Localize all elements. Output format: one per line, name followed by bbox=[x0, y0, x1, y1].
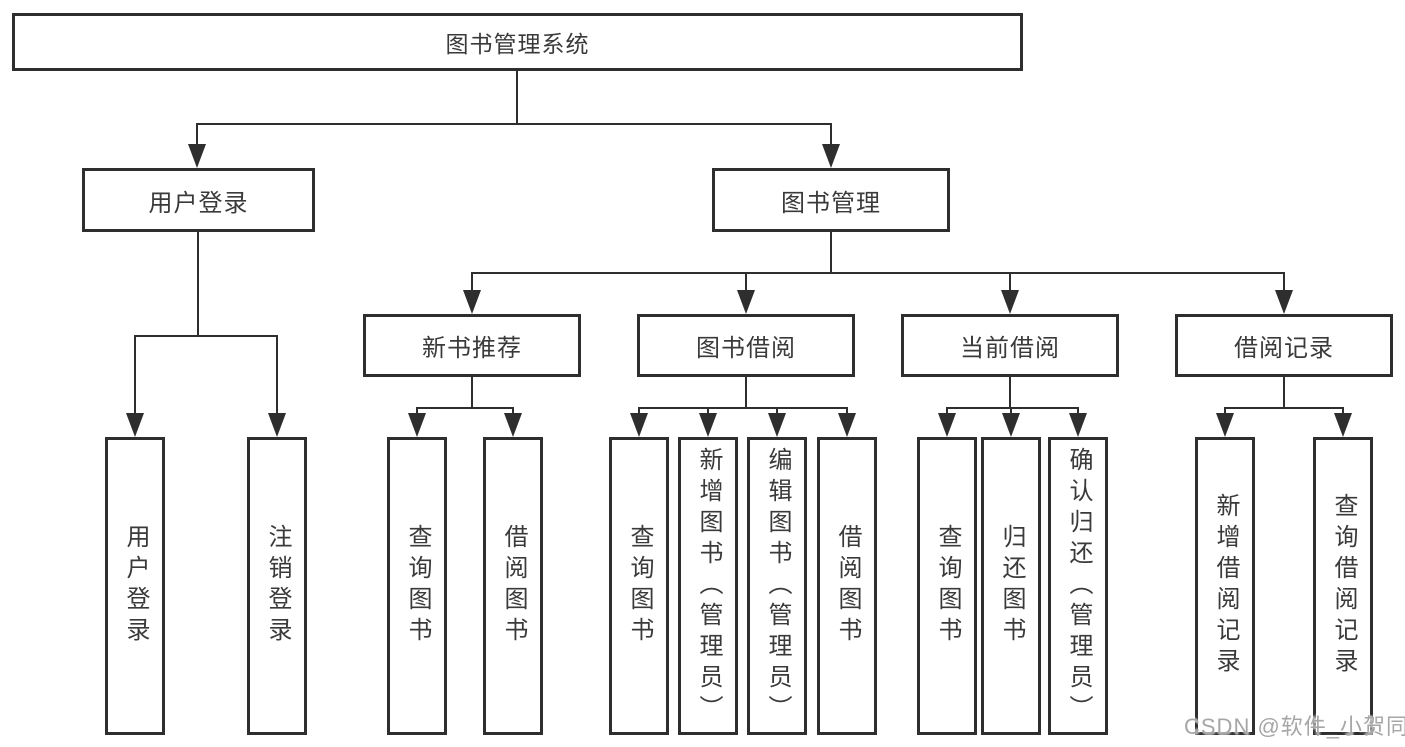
connector-drop-user-login bbox=[196, 123, 198, 153]
arrowhead-down-icon bbox=[1334, 413, 1352, 437]
connector-newbook-stem bbox=[471, 377, 473, 407]
connector-newbook-bus bbox=[416, 407, 514, 409]
connector-bookmgmt-stem bbox=[830, 232, 832, 272]
connector-drop-leaf bbox=[276, 335, 278, 420]
csdn-watermark: CSDN @软件_小贺同学 bbox=[1184, 714, 1405, 739]
arrowhead-down-icon bbox=[1002, 413, 1020, 437]
leaf-add-borrow-record: 新增借阅记录 bbox=[1195, 437, 1255, 735]
box-borrow-records: 借阅记录 bbox=[1175, 314, 1393, 377]
leaf-confirm-return-admin-label: 确认归还（管理员） bbox=[1065, 446, 1092, 726]
connector-drop-level3 bbox=[745, 272, 747, 297]
leaf-edit-books-admin: 编辑图书（管理员） bbox=[747, 437, 807, 735]
box-book-borrow: 图书借阅 bbox=[637, 314, 855, 377]
leaf-add-borrow-record-label: 新增借阅记录 bbox=[1212, 493, 1239, 679]
leaf-query-books-current: 查询图书 bbox=[917, 437, 977, 735]
box-user-login-label: 用户登录 bbox=[148, 189, 249, 217]
connector-borrowrecords-bus bbox=[1224, 407, 1344, 409]
connector-bookmgmt-bus bbox=[471, 272, 1285, 274]
connector-currentborrow-stem bbox=[1009, 377, 1011, 407]
leaf-return-books: 归还图书 bbox=[981, 437, 1041, 735]
arrowhead-down-icon bbox=[504, 413, 522, 437]
leaf-confirm-return-admin: 确认归还（管理员） bbox=[1048, 437, 1108, 735]
leaf-user-login: 用户登录 bbox=[105, 437, 165, 735]
box-user-login: 用户登录 bbox=[82, 168, 315, 232]
leaf-return-books-label: 归还图书 bbox=[998, 524, 1025, 648]
root-label: 图书管理系统 bbox=[445, 31, 590, 57]
leaf-query-books-recommend-label: 查询图书 bbox=[404, 524, 431, 648]
connector-drop-level3 bbox=[1283, 272, 1285, 297]
leaf-add-books-admin-label: 新增图书（管理员） bbox=[695, 446, 722, 726]
leaf-query-books-current-label: 查询图书 bbox=[934, 524, 961, 648]
leaf-user-login-label: 用户登录 bbox=[122, 524, 149, 648]
connector-userlogin-stem bbox=[197, 232, 199, 335]
box-book-borrow-label: 图书借阅 bbox=[696, 335, 796, 362]
arrowhead-down-icon bbox=[188, 144, 206, 168]
connector-userlogin-bus bbox=[134, 335, 278, 337]
connector-bookborrow-bus bbox=[638, 407, 848, 409]
arrowhead-down-icon bbox=[1216, 413, 1234, 437]
leaf-borrow-books-recommend: 借阅图书 bbox=[483, 437, 543, 735]
box-new-book-recommend-label: 新书推荐 bbox=[422, 335, 522, 362]
arrowhead-down-icon bbox=[737, 290, 755, 314]
box-borrow-records-label: 借阅记录 bbox=[1234, 335, 1334, 362]
box-new-book-recommend: 新书推荐 bbox=[363, 314, 581, 377]
connector-drop-level3 bbox=[1009, 272, 1011, 297]
leaf-add-books-admin: 新增图书（管理员） bbox=[678, 437, 738, 735]
root-box-library-management-system: 图书管理系统 bbox=[12, 13, 1023, 71]
box-book-management: 图书管理 bbox=[712, 168, 950, 232]
connector-borrowrecords-stem bbox=[1283, 377, 1285, 407]
leaf-logout-label: 注销登录 bbox=[264, 524, 291, 648]
box-current-borrow: 当前借阅 bbox=[901, 314, 1119, 377]
arrowhead-down-icon bbox=[938, 413, 956, 437]
arrowhead-down-icon bbox=[1275, 290, 1293, 314]
leaf-query-books-recommend: 查询图书 bbox=[387, 437, 447, 735]
connector-drop-leaf bbox=[134, 335, 136, 420]
arrowhead-down-icon bbox=[126, 413, 144, 437]
arrowhead-down-icon bbox=[408, 413, 426, 437]
arrowhead-down-icon bbox=[1069, 413, 1087, 437]
connector-currentborrow-bus bbox=[946, 407, 1079, 409]
arrowhead-down-icon bbox=[768, 413, 786, 437]
connector-root-bus bbox=[196, 123, 832, 125]
connector-root-stem bbox=[516, 71, 518, 123]
arrowhead-down-icon bbox=[630, 413, 648, 437]
connector-bookborrow-stem bbox=[745, 377, 747, 407]
leaf-query-books-borrow-label: 查询图书 bbox=[626, 524, 653, 648]
arrowhead-down-icon bbox=[822, 144, 840, 168]
box-book-management-label: 图书管理 bbox=[781, 189, 881, 217]
arrowhead-down-icon bbox=[268, 413, 286, 437]
arrowhead-down-icon bbox=[699, 413, 717, 437]
leaf-borrow-books: 借阅图书 bbox=[817, 437, 877, 735]
arrowhead-down-icon bbox=[463, 290, 481, 314]
leaf-edit-books-admin-label: 编辑图书（管理员） bbox=[764, 446, 791, 726]
leaf-query-books-borrow: 查询图书 bbox=[609, 437, 669, 735]
arrowhead-down-icon bbox=[838, 413, 856, 437]
leaf-borrow-books-label: 借阅图书 bbox=[834, 524, 861, 648]
connector-drop-level3 bbox=[471, 272, 473, 297]
box-current-borrow-label: 当前借阅 bbox=[960, 335, 1060, 362]
leaf-query-borrow-record: 查询借阅记录 bbox=[1313, 437, 1373, 735]
arrowhead-down-icon bbox=[1001, 290, 1019, 314]
leaf-logout: 注销登录 bbox=[247, 437, 307, 735]
connector-drop-book-management bbox=[830, 123, 832, 153]
leaf-query-borrow-record-label: 查询借阅记录 bbox=[1330, 493, 1357, 679]
leaf-borrow-books-recommend-label: 借阅图书 bbox=[500, 524, 527, 648]
